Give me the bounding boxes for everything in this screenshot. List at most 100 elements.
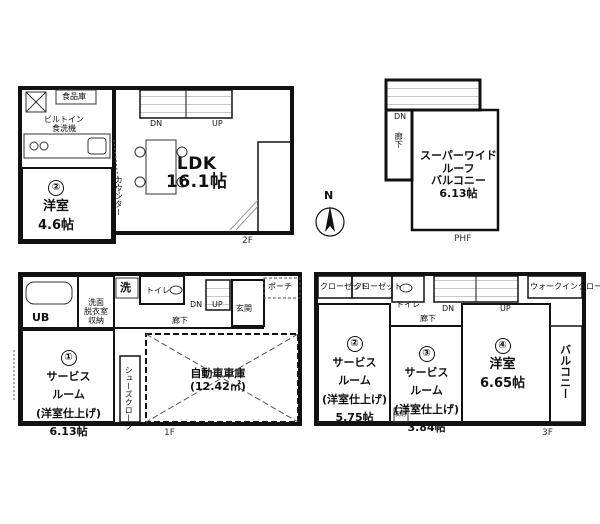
service-room-1-number: ① <box>60 350 77 366</box>
walkin-closet-3f <box>527 275 583 299</box>
roof-balcony-size: 6.13帖 <box>439 186 478 200</box>
stairs-2f-up: UP <box>212 119 223 128</box>
service-room-3-number: ③ <box>418 346 435 362</box>
wall-1f-outer <box>18 272 302 426</box>
hall-3f-label: 廊下 <box>420 314 436 323</box>
compass-north-label: N <box>324 189 334 202</box>
floor-label-3f: 3F <box>542 428 553 438</box>
stairs-phf <box>384 78 482 112</box>
service-room-1-line1: サービス <box>46 370 91 383</box>
storage-3f-label: 収納 <box>394 411 407 418</box>
western-room-2-number: ② <box>48 180 65 196</box>
western-room-2-size: 4.6帖 <box>38 217 75 233</box>
washroom-label: 洗面 脱衣室 収納 <box>84 298 108 326</box>
ldk-name: LDK <box>176 154 217 174</box>
stairs-1f-up: UP <box>212 300 223 309</box>
washroom <box>77 275 115 329</box>
roof-balcony-line1: スーパーワイド <box>420 149 497 162</box>
service-room-3-line3: (洋室仕上げ) <box>394 402 460 416</box>
western-room-2-name: 洋室 <box>43 199 70 214</box>
ldk-label: LDK 16.1帖 <box>166 154 228 192</box>
toilet-3f-label: トイレ <box>396 300 420 309</box>
stairs-3f-up: UP <box>500 304 511 313</box>
washroom-line3: 収納 <box>88 316 104 326</box>
floor-phf <box>384 78 500 232</box>
western-room-4-name: 洋室 <box>489 357 516 372</box>
dining-table <box>145 139 177 195</box>
garage-name: 自動車車庫 <box>190 367 246 380</box>
chair-icon <box>176 176 188 188</box>
food-storage-label: 食品庫 <box>62 92 86 101</box>
toilet-3f <box>391 275 425 303</box>
porch-1f <box>263 277 301 299</box>
counter-label: カウンター <box>114 176 124 216</box>
stairs-1f-down: DN <box>190 300 203 309</box>
sink-icon <box>87 137 107 155</box>
stairs-3f-down: DN <box>442 304 455 313</box>
toilet-1f-label: トイレ <box>146 286 170 295</box>
washer-box <box>115 277 139 299</box>
bathtub-icon <box>25 281 73 305</box>
floor-2f <box>18 86 294 244</box>
service-room-1-line3: (洋室仕上げ) <box>36 406 102 420</box>
porch-label: ポーチ <box>268 282 292 291</box>
closet-b-label: クローゼット <box>354 282 402 291</box>
hall-1f-label: 廊下 <box>172 316 188 325</box>
stairs-1f <box>205 279 231 311</box>
toilet-icon <box>399 283 413 293</box>
shoe-storage-label: シューズクローク <box>124 366 134 430</box>
balcony-3f-label: バルコニー <box>558 344 572 399</box>
western-room-4-label: ④ 洋室 6.65帖 <box>480 334 525 392</box>
stairs-phf-down: DN <box>394 112 407 121</box>
service-room-3-line2: ルーム <box>410 384 443 398</box>
balcony-3f <box>549 325 583 423</box>
floor-label-2f: 2F <box>242 236 253 246</box>
service-room-2-label: ② サービス ルーム (洋室仕上げ) 5.75帖 <box>322 332 387 426</box>
window-bay-2f <box>257 141 293 233</box>
roof-balcony-line3: バルコニー <box>431 174 486 188</box>
service-room-3-size: 3.84帖 <box>407 421 446 435</box>
western-room-4-number: ④ <box>494 338 511 354</box>
entrance-label: 玄関 <box>236 304 252 313</box>
chair-icon <box>134 176 146 188</box>
floor-label-phf: PHF <box>454 234 472 244</box>
washroom-line1: 洗面 <box>88 298 104 307</box>
dishwasher-label: ビルトイン 食洗機 <box>44 115 84 134</box>
walkin-label: ウォークインクローゼット <box>530 282 600 291</box>
chair-icon <box>134 146 146 158</box>
service-room-1-line2: ルーム <box>52 388 85 402</box>
garage-size: (12.42㎡) <box>190 379 246 393</box>
ub-label: UB <box>32 311 50 324</box>
ldk-size: 16.1帖 <box>166 171 228 192</box>
service-room-1 <box>21 329 115 423</box>
dishwasher-line1: ビルトイン <box>44 115 84 124</box>
washer-label: 洗 <box>120 281 131 294</box>
wall-3f-outer <box>314 272 586 426</box>
floor-3f <box>314 272 586 426</box>
compass-icon <box>315 206 345 237</box>
floor-1f <box>13 272 302 426</box>
service-room-1-label: ① サービス ルーム (洋室仕上げ) 6.13帖 <box>36 346 101 440</box>
stairs-2f-down: DN <box>150 119 163 128</box>
toilet-icon <box>169 285 183 295</box>
stove-burner-icon <box>29 141 39 151</box>
service-room-2-line1: サービス <box>332 356 377 369</box>
toilet-1f <box>139 275 185 305</box>
entrance-1f <box>231 279 265 327</box>
service-room-2-line2: ルーム <box>338 374 371 388</box>
service-room-2-line3: (洋室仕上げ) <box>322 392 388 406</box>
stove-burner-icon <box>39 141 49 151</box>
service-room-1-size: 6.13帖 <box>49 425 88 439</box>
service-room-3-label: ③ サービス ルーム (洋室仕上げ) 3.84帖 <box>394 342 459 436</box>
roof-balcony <box>410 108 500 232</box>
shoe-storage <box>119 355 141 423</box>
room-2f-western <box>21 167 113 241</box>
washroom-line2: 脱衣室 <box>84 307 108 317</box>
floor-label-1f: 1F <box>164 428 175 438</box>
western-room-4-size: 6.65帖 <box>480 375 526 391</box>
fridge-icon <box>25 91 47 113</box>
service-room-2-number: ② <box>346 336 363 352</box>
western-room-2-label: ② 洋室 4.6帖 <box>38 176 74 234</box>
service-room-2-size: 5.75帖 <box>335 411 374 425</box>
